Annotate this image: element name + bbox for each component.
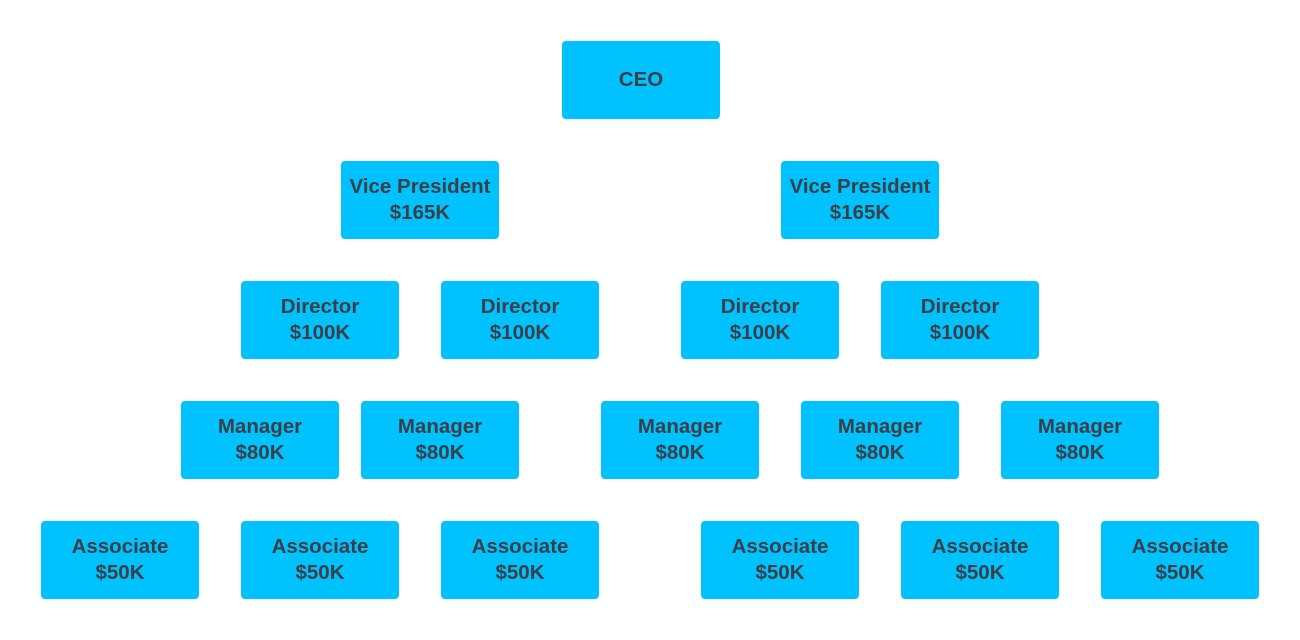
node-title: Manager [837, 415, 923, 438]
associate-node: Associate $50K [41, 521, 199, 599]
manager-node: Manager $80K [1001, 401, 1159, 479]
ceo-node: CEO [562, 41, 720, 119]
node-salary: $80K [855, 441, 905, 464]
node-salary: $100K [929, 321, 991, 344]
manager-node: Manager $80K [601, 401, 759, 479]
node-title: Associate [71, 535, 169, 558]
node-title: CEO [618, 68, 664, 91]
associate-node: Associate $50K [241, 521, 399, 599]
associate-node: Associate $50K [701, 521, 859, 599]
node-title: Manager [397, 415, 483, 438]
director-node: Director $100K [241, 281, 399, 359]
node-salary: $165K [829, 201, 891, 224]
node-title: Associate [1131, 535, 1229, 558]
node-salary: $80K [1055, 441, 1105, 464]
node-salary: $100K [729, 321, 791, 344]
node-salary: $50K [495, 561, 545, 584]
node-salary: $100K [489, 321, 551, 344]
manager-node: Manager $80K [181, 401, 339, 479]
vice-president-node: Vice President $165K [781, 161, 939, 239]
manager-node: Manager $80K [801, 401, 959, 479]
node-salary: $50K [95, 561, 145, 584]
director-node: Director $100K [441, 281, 599, 359]
director-node: Director $100K [681, 281, 839, 359]
node-title: Manager [637, 415, 723, 438]
associate-node: Associate $50K [441, 521, 599, 599]
node-salary: $50K [1155, 561, 1205, 584]
node-salary: $165K [389, 201, 451, 224]
node-title: Director [480, 295, 560, 318]
node-title: Associate [471, 535, 569, 558]
node-title: Vice President [349, 175, 491, 198]
node-title: Manager [217, 415, 303, 438]
node-salary: $100K [289, 321, 351, 344]
associate-node: Associate $50K [901, 521, 1059, 599]
node-title: Associate [931, 535, 1029, 558]
node-title: Associate [731, 535, 829, 558]
node-salary: $50K [955, 561, 1005, 584]
node-title: Director [720, 295, 800, 318]
node-salary: $80K [655, 441, 705, 464]
node-title: Director [920, 295, 1000, 318]
node-salary: $80K [415, 441, 465, 464]
associate-node: Associate $50K [1101, 521, 1259, 599]
node-title: Manager [1037, 415, 1123, 438]
node-salary: $50K [755, 561, 805, 584]
node-salary: $50K [295, 561, 345, 584]
node-title: Associate [271, 535, 369, 558]
manager-node: Manager $80K [361, 401, 519, 479]
director-node: Director $100K [881, 281, 1039, 359]
node-salary: $80K [235, 441, 285, 464]
vice-president-node: Vice President $165K [341, 161, 499, 239]
node-title: Director [280, 295, 360, 318]
node-title: Vice President [789, 175, 931, 198]
